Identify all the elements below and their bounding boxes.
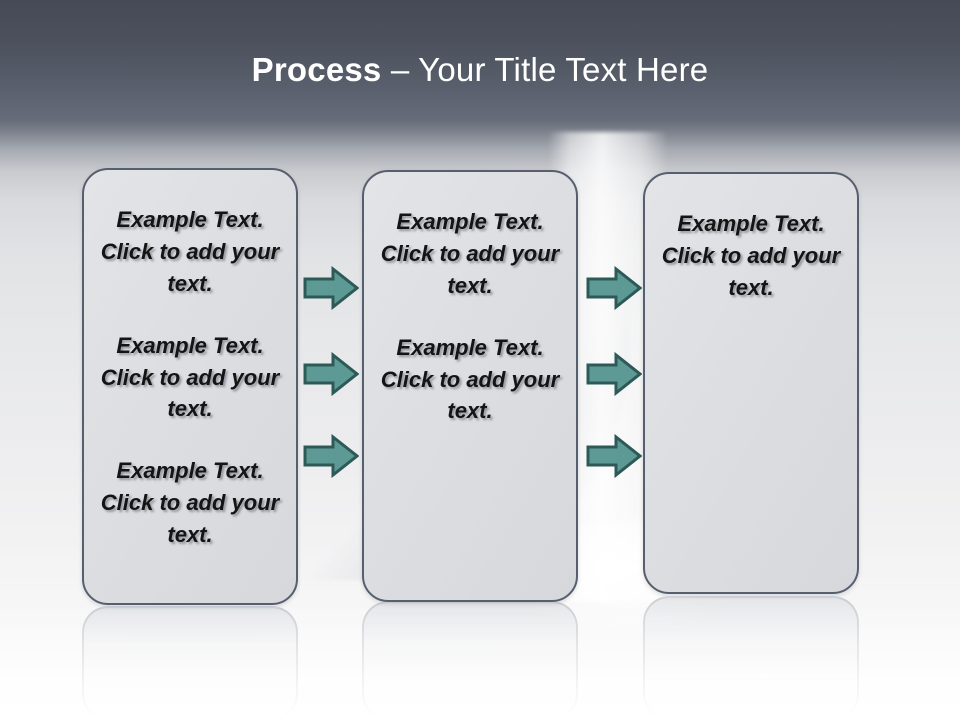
- arrow-right-icon-2c[interactable]: [586, 434, 642, 478]
- title-strong-part: Process: [251, 51, 382, 88]
- process-box-3-text-1[interactable]: Example Text. Click to add your text.: [661, 211, 841, 300]
- process-box-1[interactable]: Example Text. Click to add your text. Ex…: [82, 168, 298, 605]
- arrow-right-icon-1b[interactable]: [303, 352, 359, 396]
- box-reflection-3: [643, 596, 859, 720]
- box-reflection-1: [82, 606, 298, 720]
- arrow-right-icon-1c[interactable]: [303, 434, 359, 478]
- arrow-right-icon-1a[interactable]: [303, 266, 359, 310]
- arrow-right-icon-2a[interactable]: [586, 266, 642, 310]
- process-box-1-text-1[interactable]: Example Text. Click to add your text.: [100, 207, 280, 296]
- page-title: Process – Your Title Text Here: [252, 51, 709, 89]
- process-box-2-text-1[interactable]: Example Text. Click to add your text.: [380, 209, 560, 298]
- process-box-2-text-2[interactable]: Example Text. Click to add your text.: [380, 334, 560, 424]
- process-box-1-text-2[interactable]: Example Text. Click to add your text.: [100, 332, 280, 422]
- slide-title: Process – Your Title Text Here: [0, 40, 960, 100]
- box-reflection-2: [362, 601, 578, 720]
- process-box-2[interactable]: Example Text. Click to add your text. Ex…: [362, 170, 578, 602]
- process-box-1-text-3[interactable]: Example Text. Click to add your text.: [100, 458, 280, 548]
- arrow-right-icon-2b[interactable]: [586, 352, 642, 396]
- process-box-3[interactable]: Example Text. Click to add your text.: [643, 172, 859, 594]
- title-rest-part: – Your Title Text Here: [381, 51, 709, 88]
